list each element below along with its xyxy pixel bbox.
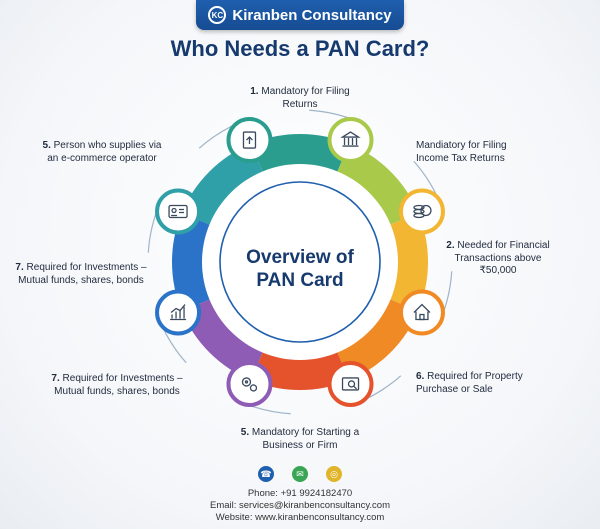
center-ring [219, 181, 381, 343]
ring-segment [251, 350, 349, 390]
ring-segment [336, 143, 419, 226]
center-title-line2: PAN Card [256, 270, 343, 291]
house-icon [398, 289, 445, 336]
globe-icon: ◎ [326, 466, 342, 482]
label-income-tax-returns: Mandiatory for Filing Income Tax Returns [416, 140, 507, 164]
email-icon: ✉ [292, 466, 308, 482]
ring-segment [181, 298, 264, 381]
business-document-icon [327, 360, 374, 407]
center-disc [202, 164, 398, 360]
brand-name: Kiranben Consultancy [232, 6, 392, 24]
contact-phone: Phone: +91 9924182470 [247, 488, 353, 499]
ring-segment [172, 213, 212, 311]
page-title: Who Needs a PAN Card? [170, 36, 430, 61]
document-upload-icon [226, 117, 273, 164]
id-card-icon [155, 188, 202, 235]
label-property-purchase: 6. Required for Property Purchase or Sal… [416, 371, 523, 395]
gears-icon [226, 360, 273, 407]
growth-chart-icon [155, 289, 202, 336]
label-investments-upper: 7. Required for Investments – Mutual fun… [15, 262, 147, 286]
coins-rupee-icon [398, 188, 445, 235]
contact-email[interactable]: Email: services@kiranbenconsultancy.com [209, 500, 390, 511]
contact-website[interactable]: Website: www.kiranbenconsultancy.com [215, 512, 385, 523]
ring-segment [251, 134, 349, 174]
phone-icon: ☎ [258, 466, 274, 482]
ring-segment [388, 213, 428, 311]
ring-segment [336, 298, 419, 381]
brand-banner: KC Kiranben Consultancy [196, 0, 404, 30]
label-starting-business: 5. Mandatory for Starting a Business or … [240, 427, 360, 451]
label-investments-lower: 7. Required for Investments – Mutual fun… [51, 373, 183, 397]
bank-icon [327, 117, 374, 164]
kc-logo-icon: KC [208, 6, 227, 24]
label-ecommerce-supplier: 5. Person who supplies via an e-commerce… [42, 140, 162, 164]
center-title-line1: Overview of [246, 247, 354, 268]
label-filing-returns: 1. Mandatory for Filing Returns [250, 86, 350, 110]
ring-segment [181, 143, 264, 226]
label-financial-transactions: 2. Needed for Financial Transactions abo… [446, 240, 550, 276]
